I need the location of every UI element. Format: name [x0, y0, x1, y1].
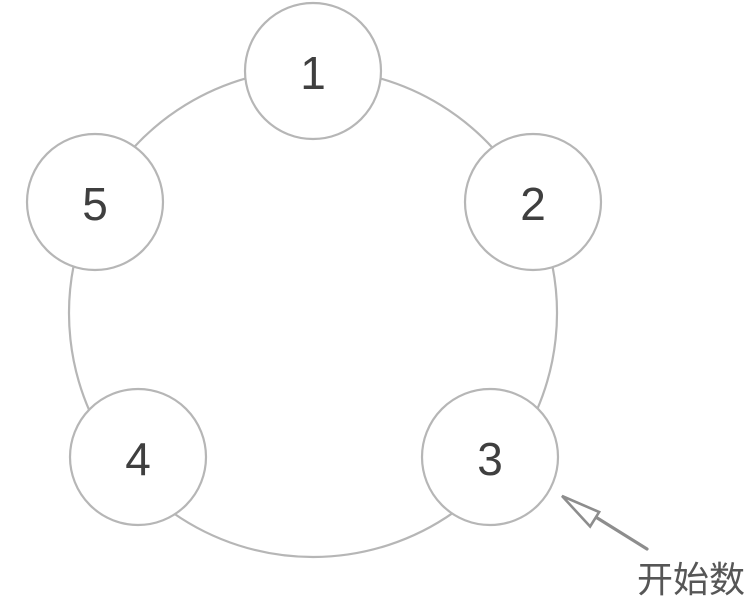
- list-node-3[interactable]: 3: [420, 387, 560, 527]
- list-node-4[interactable]: 4: [68, 387, 208, 527]
- node-circle-3[interactable]: [420, 387, 560, 527]
- list-node-5[interactable]: 5: [25, 132, 165, 272]
- list-node-2[interactable]: 2: [463, 132, 603, 272]
- ring-arc-4-to-5: [67, 264, 91, 413]
- ring-arc-5-to-1: [132, 77, 249, 149]
- node-circle-1[interactable]: [243, 1, 383, 141]
- node-label-4: 4: [125, 433, 151, 485]
- list-node-1[interactable]: 1: [243, 1, 383, 141]
- ring-arc-group: [67, 77, 559, 559]
- ring-arc-2-to-3: [535, 265, 559, 412]
- node-circle-4[interactable]: [68, 387, 208, 527]
- node-label-2: 2: [520, 178, 546, 230]
- node-label-3: 3: [477, 433, 503, 485]
- node-group: 1 2 3 4 5: [25, 1, 603, 527]
- node-label-5: 5: [82, 178, 108, 230]
- annotation-label: 开始数: [637, 560, 745, 601]
- node-circle-5[interactable]: [25, 132, 165, 272]
- annotation-arrowhead-icon: [561, 494, 602, 529]
- start-annotation: 开始数: [561, 494, 745, 601]
- ring-arc-3-to-4: [172, 511, 455, 559]
- node-label-1: 1: [300, 47, 326, 99]
- ring-arc-1-to-2: [377, 77, 495, 150]
- node-circle-2[interactable]: [463, 132, 603, 272]
